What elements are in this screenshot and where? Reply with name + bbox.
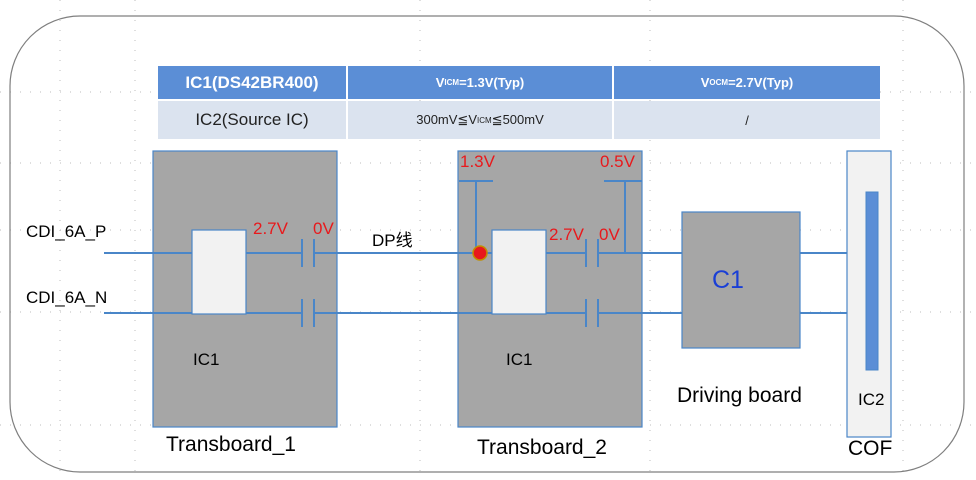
table-row-ic2: IC2(Source IC)	[158, 101, 346, 139]
driving-board-c1-chip	[681, 211, 801, 349]
vicm-range-prefix: 300mV≦V	[416, 112, 477, 127]
vocm-prefix: V	[700, 75, 710, 90]
signal-label-p: CDI_6A_P	[26, 222, 107, 241]
vicm-subscript: ICM	[444, 78, 460, 87]
tb2-bias-1v3: 1.3V	[460, 152, 495, 171]
transboard-2-title: Transboard_2	[477, 436, 607, 459]
table-header-ic1: IC1(DS42BR400)	[158, 66, 346, 99]
vocm-suffix: =2.7V(Typ)	[728, 75, 794, 90]
bias-lines	[459, 180, 642, 253]
vocm-subscript: OCM	[709, 78, 729, 87]
tb2-voltage-2v7: 2.7V	[549, 225, 584, 244]
tb2-ic-label: IC1	[506, 350, 533, 369]
cof-ic2-bar	[865, 191, 879, 371]
tb1-ic-label: IC1	[193, 350, 220, 369]
transboard-1-ic-chip	[191, 229, 247, 315]
signal-label-n: CDI_6A_N	[26, 288, 108, 307]
c1-chip-label: C1	[712, 266, 744, 294]
outer-frame	[9, 15, 965, 473]
vicm-suffix: =1.3V(Typ)	[459, 75, 525, 90]
tb2-voltage-0v: 0V	[599, 225, 620, 244]
vicm-prefix: V	[435, 75, 445, 90]
vicm-range-subscript: ICM	[477, 115, 492, 125]
transboard-2-ic-chip	[491, 229, 547, 315]
probe-point-dot	[472, 245, 488, 261]
cof-ic2-label: IC2	[858, 390, 885, 409]
transboard-2-panel	[457, 150, 643, 428]
cof-title: COF	[848, 437, 893, 460]
driving-board-title: Driving board	[677, 384, 802, 407]
coupling-capacitors	[301, 239, 599, 327]
tb2-bias-0v5: 0.5V	[600, 152, 635, 171]
table-row-vocm-na: /	[614, 101, 880, 139]
tb1-voltage-2v7: 2.7V	[253, 219, 288, 238]
tb1-voltage-0v: 0V	[313, 219, 334, 238]
vicm-range-suffix: ≦500mV	[491, 112, 544, 127]
transboard-1-title: Transboard_1	[166, 433, 296, 456]
signal-wires	[104, 252, 847, 314]
dp-cable-label: DP线	[372, 231, 413, 250]
